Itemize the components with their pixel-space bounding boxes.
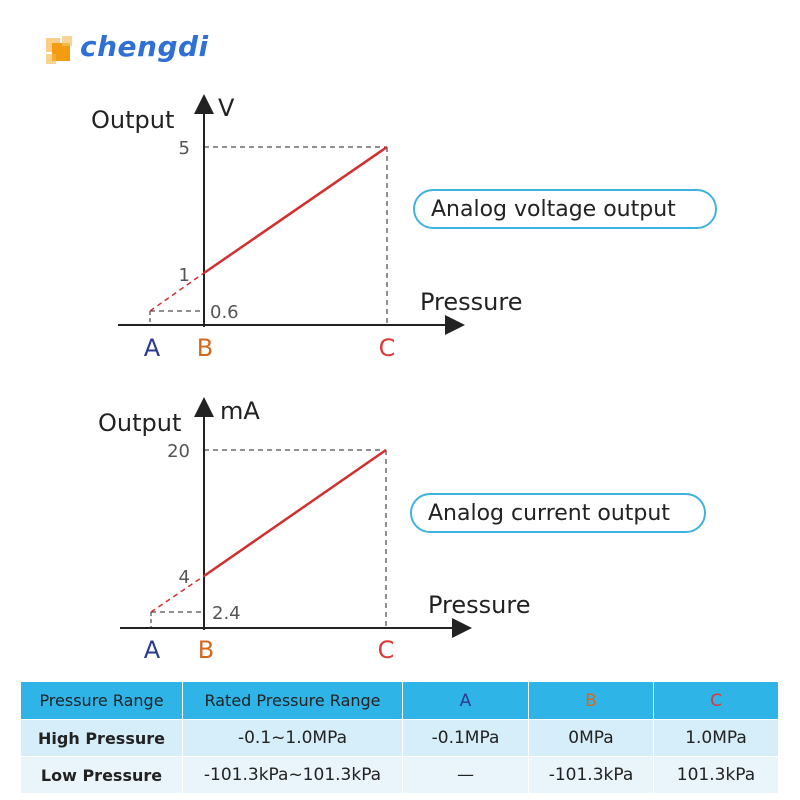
current-point-c: C — [378, 636, 395, 664]
header-c: C — [653, 681, 779, 720]
header-b: B — [528, 681, 654, 720]
voltage-point-c: C — [379, 334, 396, 362]
rated-range-cell: -0.1~1.0MPa — [182, 719, 403, 757]
table-row: High Pressure -0.1~1.0MPa -0.1MPa 0MPa 1… — [20, 719, 779, 757]
current-y-unit: mA — [220, 397, 260, 425]
output-diagrams: Output V Pressure 5 1 0.6 A B C Output m… — [91, 94, 530, 664]
voltage-extension-line — [149, 272, 205, 312]
c-value-cell: 1.0MPa — [653, 719, 779, 757]
voltage-tick-mid: 1 — [179, 265, 190, 286]
header-pressure-range: Pressure Range — [20, 681, 183, 720]
voltage-tick-low: 0.6 — [210, 302, 239, 323]
logo-mark-icon — [46, 36, 72, 64]
current-output-line — [203, 448, 387, 578]
current-x-label: Pressure — [428, 591, 530, 619]
voltage-output-line — [203, 145, 388, 275]
row-label: Low Pressure — [20, 756, 183, 794]
voltage-chart: Output V Pressure 5 1 0.6 A B C — [91, 94, 522, 362]
header-a: A — [402, 681, 529, 720]
current-chart: Output mA Pressure 20 4 2.4 A B C — [98, 397, 530, 664]
b-value-cell: 0MPa — [528, 719, 654, 757]
voltage-x-label: Pressure — [420, 288, 522, 316]
current-point-b: B — [198, 636, 214, 664]
voltage-y-label: Output — [91, 106, 174, 134]
header-rated-pressure-range: Rated Pressure Range — [182, 681, 403, 720]
b-value-cell: -101.3kPa — [528, 756, 654, 794]
brand-logo: chengdi — [44, 30, 224, 72]
current-y-label: Output — [98, 409, 181, 437]
current-tick-top: 20 — [167, 441, 190, 462]
voltage-point-a: A — [144, 334, 161, 362]
row-label: High Pressure — [20, 719, 183, 757]
a-value-cell: -0.1MPa — [402, 719, 529, 757]
voltage-point-b: B — [197, 334, 213, 362]
a-value-cell: — — [402, 756, 529, 794]
voltage-badge: Analog voltage output — [413, 189, 717, 229]
logo-text: chengdi — [80, 30, 209, 63]
voltage-tick-top: 5 — [179, 138, 190, 159]
table-header-row: Pressure Range Rated Pressure Range A B … — [20, 681, 779, 720]
c-value-cell: 101.3kPa — [653, 756, 779, 794]
current-point-a: A — [144, 636, 161, 664]
current-tick-mid: 4 — [179, 567, 190, 588]
pressure-spec-table: Pressure Range Rated Pressure Range A B … — [20, 681, 779, 794]
rated-range-cell: -101.3kPa~101.3kPa — [182, 756, 403, 794]
current-badge: Analog current output — [410, 493, 706, 533]
current-extension-line — [150, 575, 205, 613]
current-tick-low: 2.4 — [212, 603, 241, 624]
voltage-y-unit: V — [218, 94, 235, 122]
table-row: Low Pressure -101.3kPa~101.3kPa — -101.3… — [20, 756, 779, 794]
